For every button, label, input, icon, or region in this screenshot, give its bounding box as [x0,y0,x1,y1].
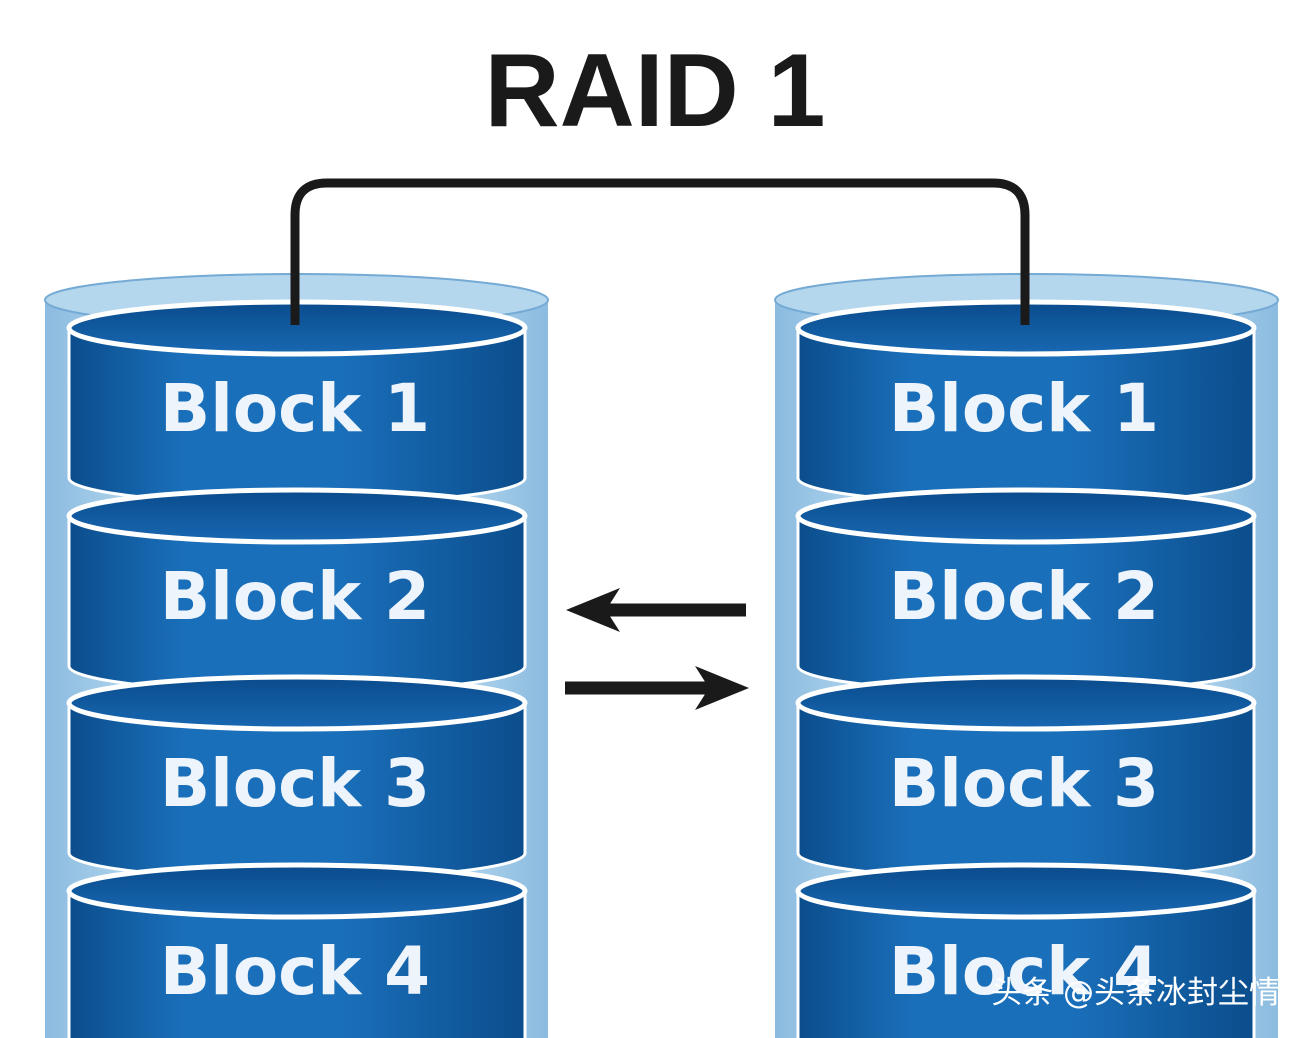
block-body [796,889,1256,1038]
block-label: Block 3 [160,745,430,822]
disk-right: Block 1 Block 2 Block 3 Block 4 [774,273,1279,1038]
mirror-connector-line [290,178,1030,325]
disk-right-block-1: Block 1 [795,299,1257,506]
block-label: Block 2 [889,558,1159,635]
disk-left: Block 1 Block 2 Block 3 Block 4 [44,273,549,1038]
block-label: Block 4 [160,933,430,1010]
block-label: Block 3 [889,745,1159,822]
block-top-surface [66,674,528,732]
block-top-surface [795,487,1257,545]
disk-right-block-4: Block 4 [795,862,1257,1038]
disk-left-block-2: Block 2 [66,487,528,694]
block-label: Block 4 [889,933,1159,1010]
block-top-surface [795,862,1257,920]
watermark-text: 头条 @头条冰封尘情 [991,975,1280,1011]
block-top-surface [795,674,1257,732]
disk-left-block-4: Block 4 [66,862,528,1038]
block-label: Block 1 [889,370,1159,447]
block-top-surface [66,487,528,545]
block-label: Block 2 [160,558,430,635]
arrow-to-right [565,666,749,710]
disk-right-block-3: Block 3 [795,674,1257,881]
block-body [67,889,527,1038]
disk-left-block-3: Block 3 [66,674,528,881]
block-top-surface [66,862,528,920]
disk-left-block-1: Block 1 [66,299,528,506]
disk-right-block-2: Block 2 [795,487,1257,694]
arrow-to-left [566,588,746,632]
block-label: Block 1 [160,370,430,447]
diagram-title: RAID 1 [485,33,826,149]
